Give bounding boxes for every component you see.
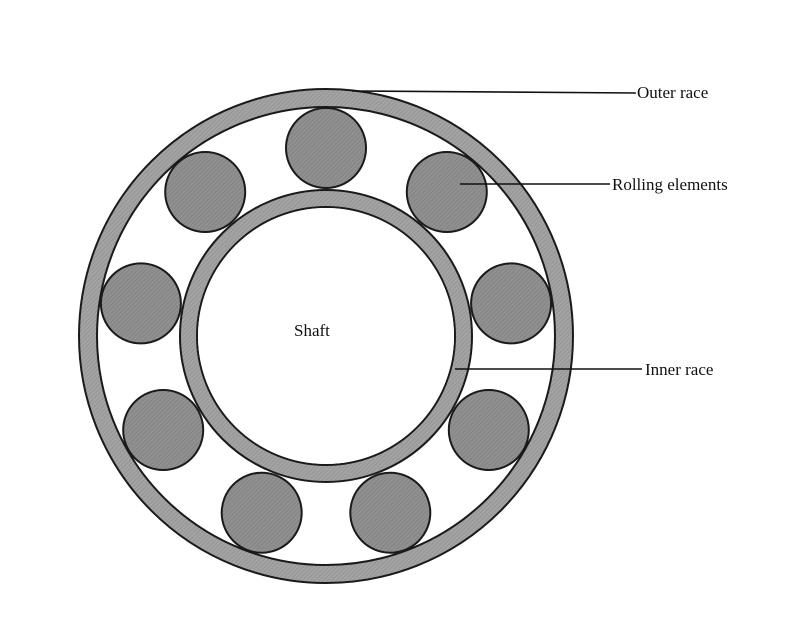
outer-race: [77, 88, 575, 584]
rolling-element: [122, 389, 205, 471]
rolling-element: [220, 471, 303, 554]
rolling-element: [99, 262, 182, 345]
rolling-element: [285, 107, 367, 189]
outer-race-leader: [351, 90, 637, 94]
rolling-element: [405, 151, 488, 233]
inner-race-label: Inner race: [645, 360, 713, 379]
inner-race: [178, 189, 474, 483]
shaft-label: Shaft: [294, 321, 330, 340]
rolling-elements: [99, 107, 553, 554]
rolling-element: [447, 389, 530, 471]
shaft: [198, 208, 454, 464]
rolling-element: [349, 471, 432, 554]
rolling-element: [164, 151, 247, 233]
rolling-elements-label: Rolling elements: [612, 175, 728, 194]
rolling-element: [470, 262, 553, 345]
outer-race-label: Outer race: [637, 83, 708, 102]
